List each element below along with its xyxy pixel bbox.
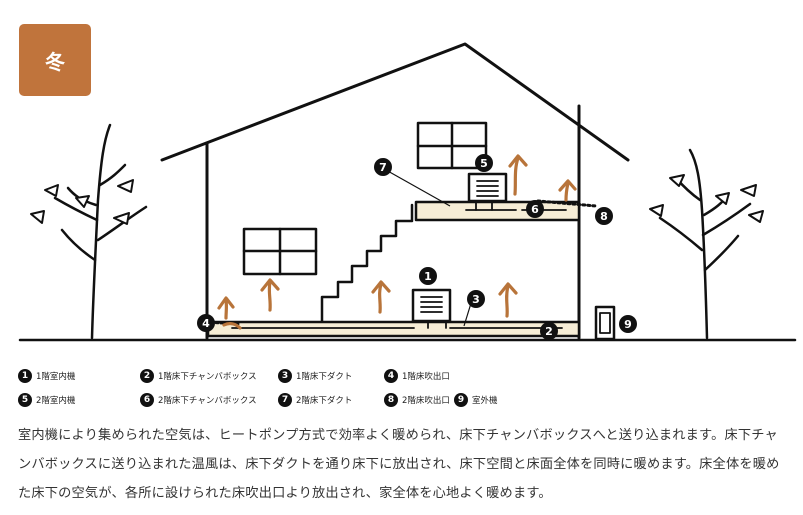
callout-2: 2 <box>540 322 558 340</box>
callout-9: 9 <box>619 315 637 333</box>
svg-text:9: 9 <box>624 318 632 331</box>
legend-item: 2 1階床下チャンバボックス <box>140 369 278 383</box>
callout-5: 5 <box>475 154 493 172</box>
svg-text:5: 5 <box>480 157 488 170</box>
svg-text:7: 7 <box>379 161 387 174</box>
legend-item: 1 1階室内機 <box>18 369 140 383</box>
legend-label: 2階室内機 <box>36 396 76 406</box>
left-tree <box>53 123 148 340</box>
callout-8: 8 <box>595 207 613 225</box>
svg-text:4: 4 <box>202 317 210 330</box>
lower-window <box>242 227 318 276</box>
second-floor-slab <box>414 200 581 222</box>
upper-window <box>416 121 488 170</box>
first-floor-slab <box>206 320 581 338</box>
svg-text:8: 8 <box>600 210 608 223</box>
legend-number: 2 <box>140 369 154 383</box>
legend-label: 1階床下ダクト <box>296 372 353 382</box>
legend-label: 1階室内機 <box>36 372 76 382</box>
callout-7: 7 <box>374 158 392 176</box>
legend-number: 6 <box>140 393 154 407</box>
legend-item: 6 2階床下チャンバボックス <box>140 393 278 407</box>
outdoor-unit <box>594 305 616 341</box>
second-floor-indoor-unit <box>467 172 508 203</box>
second-floor-outlet <box>536 199 598 208</box>
legend-item: 3 1階床下ダクト <box>278 369 384 383</box>
legend-item: 8 2階床吹出口 <box>384 393 454 407</box>
legend-item: 9 室外機 <box>454 393 524 407</box>
legend-item: 7 2階床下ダクト <box>278 393 384 407</box>
callout-1: 1 <box>419 267 437 285</box>
season-badge: 冬 <box>19 24 91 96</box>
legend-label: 2階床下ダクト <box>296 396 353 406</box>
roof <box>160 42 630 162</box>
legend-number: 5 <box>18 393 32 407</box>
legend-label: 2階床吹出口 <box>402 396 450 406</box>
legend-label: 1階床吹出口 <box>402 372 450 382</box>
callout-4: 4 <box>197 314 215 332</box>
legend-number: 7 <box>278 393 292 407</box>
description-text: 室内機により集められた空気は、ヒートポンプ方式で効率よく暖められ、床下チャンバボ… <box>18 428 780 501</box>
callouts: 7 5 6 8 1 3 4 2 9 <box>197 154 637 340</box>
legend-item: 4 1階床吹出口 <box>384 369 506 383</box>
season-label: 冬 <box>45 49 65 74</box>
house-diagram: 7 5 6 8 1 3 4 2 9 <box>18 42 797 342</box>
legend-number: 8 <box>384 393 398 407</box>
legend-number: 4 <box>384 369 398 383</box>
callout-3: 3 <box>467 290 485 308</box>
svg-text:1: 1 <box>424 270 432 283</box>
legend-label: 1階床下チャンバボックス <box>158 372 257 382</box>
svg-text:6: 6 <box>531 203 539 216</box>
legend-item: 5 2階室内機 <box>18 393 140 407</box>
legend-number: 1 <box>18 369 32 383</box>
legend-number: 9 <box>454 393 468 407</box>
callout-6: 6 <box>526 200 544 218</box>
legend-label: 2階床下チャンバボックス <box>158 396 257 406</box>
svg-text:2: 2 <box>545 325 553 338</box>
legend-number: 3 <box>278 369 292 383</box>
first-floor-indoor-unit <box>411 288 452 323</box>
warm-air-arrows <box>217 154 577 330</box>
svg-text:3: 3 <box>472 293 480 306</box>
legend-label: 室外機 <box>472 396 498 406</box>
staircase <box>320 203 414 324</box>
